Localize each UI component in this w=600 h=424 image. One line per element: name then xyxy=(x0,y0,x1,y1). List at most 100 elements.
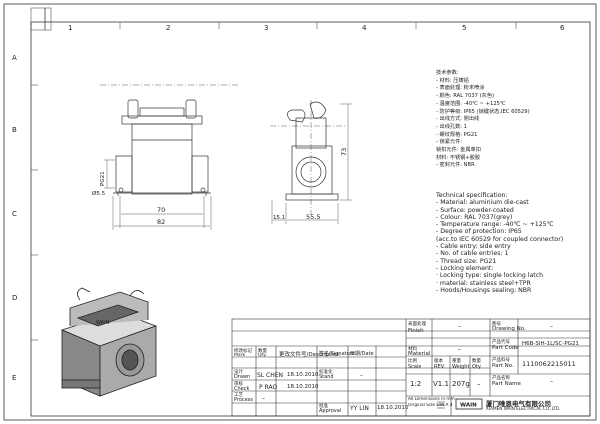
zone-col-2: 2 xyxy=(166,24,170,32)
spec-cn-line: - 温度范围: -40℃ ~ +125℃ xyxy=(436,100,506,107)
spec-en-line: - Hoods/Housings sealing: NBR xyxy=(436,286,532,294)
approval-name: YY LIN xyxy=(350,405,369,412)
spec-cn-line: - 锁紧元件: xyxy=(436,139,463,146)
spec-en-line: · material: stainless steel+TPR xyxy=(436,279,531,287)
material-value: – xyxy=(458,346,461,353)
logo-text: WAIN xyxy=(460,403,477,409)
part-code-label-cn: 产品代号 xyxy=(492,340,510,345)
company-name-cn: 厦门唯恩电气有限公司 xyxy=(486,400,551,408)
company-name-en: XIAMEN WAIN ELECTRICAL CO.,LTD. xyxy=(486,406,561,411)
stand-value: – xyxy=(360,372,363,379)
zone-col-4: 4 xyxy=(362,24,367,32)
spec-en-line: - Material: aluminium die-cast xyxy=(436,199,529,207)
spec-en-line: Technical specification: xyxy=(436,192,508,199)
zone-col-3: 3 xyxy=(264,24,268,32)
zone-row-e: E xyxy=(12,374,16,382)
qty-col-label-en: Qty. xyxy=(258,353,267,358)
dim-hole: Ø5.5 xyxy=(92,190,106,197)
part-no-value: 1110062215011 xyxy=(522,360,576,368)
part-name-value: – xyxy=(550,378,553,385)
weight-label-cn: 重量 xyxy=(452,359,461,364)
zone-row-b: B xyxy=(12,126,17,134)
qty-label-en: Qty. xyxy=(472,364,482,370)
part-code-value: H6B-SIH-1L/SC-PG21 xyxy=(522,341,579,347)
spec-en-line: (acc.to IEC 60529 for coupled connector) xyxy=(436,235,564,243)
isometric-view: WAIN xyxy=(60,287,158,397)
spec-cn-line: - 螺纹规格: PG21 xyxy=(436,131,478,138)
zone-row-d: D xyxy=(12,294,17,302)
drawn-label-cn: 设计 xyxy=(234,370,243,375)
company-logo: WAIN xyxy=(437,398,483,410)
process-name: – xyxy=(262,395,265,402)
tolerance-note-1: All Dimensions in mm xyxy=(408,397,455,402)
qty-value: – xyxy=(477,380,481,388)
weight-value: 207g xyxy=(452,380,470,388)
drawn-label-en: Drawn xyxy=(234,374,251,380)
dim-width-inner: 70 xyxy=(157,206,165,214)
spec-en-line: - No. of cable entries: 1 xyxy=(436,250,509,258)
zone-row-c: C xyxy=(12,210,17,218)
spec-cn-line: 锁扣元件: 金属单扣 xyxy=(436,147,481,154)
version-label-cn: 版本 xyxy=(434,359,443,364)
process-label-cn: 工艺 xyxy=(234,393,243,398)
weight-label-en: Weight xyxy=(452,364,470,370)
spec-en-line: - Degree of protection: IP65 xyxy=(436,228,522,236)
spec-en-line: - Locking element: xyxy=(436,264,494,272)
stand-label-en: Stand xyxy=(319,374,334,380)
drawing-no-label-cn: 图号 xyxy=(492,322,501,327)
spec-chinese: 技术参数: - 材料: 压铸铝 - 表面处理: 粉末喷涂 - 颜色: RAL 7… xyxy=(436,70,530,170)
svg-text:WAIN: WAIN xyxy=(96,320,110,326)
scale-label-cn: 比例 xyxy=(408,359,417,364)
rev-mark-label-cn: 修改标记 xyxy=(234,349,252,354)
stand-label-cn: 标准化 xyxy=(319,370,333,375)
part-name-label-en: Part Name xyxy=(492,381,521,387)
part-no-label-en: Part No. xyxy=(492,363,514,369)
spec-en-line: - Surface: powder-coated xyxy=(436,206,514,214)
material-label-en: Material xyxy=(408,351,431,357)
qty-label-cn: 数量 xyxy=(472,359,481,364)
spec-en-line: - Thread size: PG21 xyxy=(436,257,497,265)
zone-row-a: A xyxy=(12,54,17,62)
spec-cn-line: 技术参数: xyxy=(436,70,459,76)
spec-en-line: - Cable entry: side entry xyxy=(436,243,511,251)
outer-frame xyxy=(3,3,597,421)
part-code-label-en: Part Code xyxy=(492,345,519,351)
zone-col-6: 6 xyxy=(560,24,565,32)
tolerance-note-2: Original Size DIN A 4 xyxy=(408,403,453,408)
scale-value: 1:2 xyxy=(410,380,422,388)
spec-en-line: - Temperature range: -40℃ ~ +125℃ xyxy=(436,221,554,229)
part-no-label-cn: 产品料号 xyxy=(492,358,510,363)
spec-cn-line: - 出线孔数: 1 xyxy=(436,123,467,130)
dim-side-width: 55.5 xyxy=(306,213,320,221)
front-view xyxy=(100,84,240,230)
finish-label-cn: 表面处理 xyxy=(408,322,426,327)
rev-mark-label-en: Mark xyxy=(234,353,246,358)
scale-label-en: Scale xyxy=(408,364,422,370)
part-name-label-cn: 产品名称 xyxy=(492,376,510,381)
check-date: 18.10.2010 xyxy=(287,384,319,390)
spec-cn-line: - 出线方式: 侧出线 xyxy=(436,116,480,123)
check-name: P RAO xyxy=(259,384,278,391)
title-block-grid xyxy=(231,318,591,417)
spec-en-line: - Colour: RAL 7037(grey) xyxy=(436,213,513,221)
version-value: V1.1 xyxy=(433,380,449,388)
spec-cn-line: - 表面处理: 粉末喷涂 xyxy=(436,85,485,92)
drawing-no-label-en: Drawing No. xyxy=(492,326,526,332)
finish-value: – xyxy=(458,323,461,330)
spec-cn-line: - 颜色: RAL 7037 (灰色) xyxy=(436,93,495,100)
dim-base-height: 15.1 xyxy=(273,215,285,221)
finish-label-en: Finish xyxy=(408,328,424,334)
drawn-date: 18.10.2010 xyxy=(287,372,319,378)
description-header: 更改文件号/Description xyxy=(279,352,340,358)
approval-label-en: Approval xyxy=(319,408,342,414)
spec-english: Technical specification: - Material: alu… xyxy=(436,192,563,294)
date-header: 日期/Date xyxy=(350,351,374,357)
approval-label-cn: 批准 xyxy=(319,404,328,409)
zone-col-5: 5 xyxy=(462,24,466,32)
material-label-cn: 材料 xyxy=(408,347,417,352)
side-view xyxy=(270,100,352,224)
spec-cn-line: - 材料: 压铸铝 xyxy=(436,77,469,84)
spec-cn-line: - 密封元件: NBR xyxy=(436,162,475,169)
spec-cn-line: 材料: 不锈钢+胶胶 xyxy=(436,154,481,161)
spec-en-line: · Locking type: single locking latch xyxy=(436,272,544,280)
